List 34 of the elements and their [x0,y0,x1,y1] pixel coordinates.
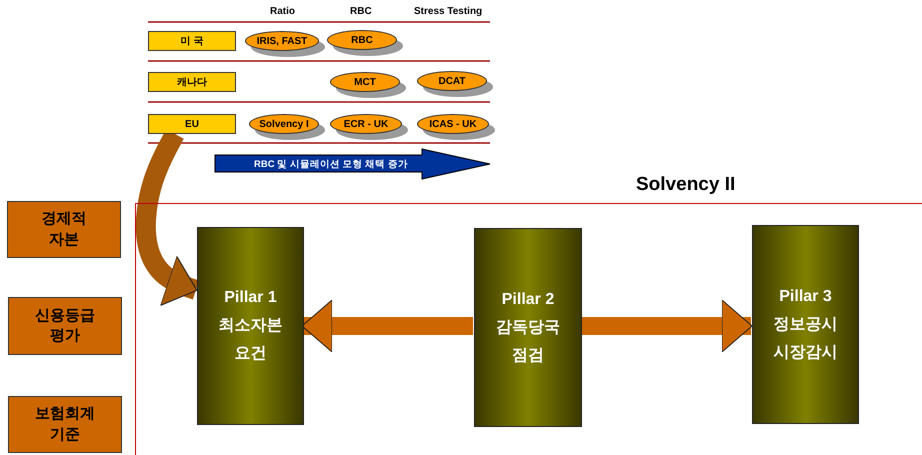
method-label: IRIS, FAST [256,36,308,46]
method-label: DCAT [438,76,466,86]
column-header: RBC [350,6,372,17]
arrow-label: RBC 및 시뮬레이션 모형 채택 증가 [254,158,408,171]
country-label: EU [185,118,199,130]
block-arrow [581,300,752,352]
method-label: RBC [351,34,373,46]
pillar-title: Pillar 3 [779,286,832,306]
pillar-box [197,227,304,425]
pillar-title: Pillar 2 [502,290,554,310]
country-box [148,114,236,134]
factor-label: 보험회계 기준 [34,404,96,444]
factor-box [8,396,122,453]
method-label: Solvency I [259,118,309,130]
pillar-description: 최소자본 요건 [218,316,284,364]
country-box [148,31,236,51]
factor-box [8,297,122,355]
pillar-box [474,228,582,427]
pillar-description: 정보공시 시장감시 [772,314,838,362]
pillar-box [752,225,859,424]
method-label: MCT [354,76,376,88]
method-label: ICAS - UK [429,118,477,130]
country-label: 캐나다 [177,76,207,88]
country-label: 미 국 [180,36,204,46]
factor-label: 경제적 자본 [40,209,88,250]
column-header: Ratio [270,6,295,17]
pillar-title: Pillar 1 [224,288,277,308]
section-heading: Solvency II [636,174,736,196]
factor-box [7,201,121,258]
column-header: Stress Testing [414,6,482,17]
factor-label: 신용등급 평가 [34,306,96,346]
pillar-description: 감독당국 점검 [495,318,561,366]
method-label: ECR - UK [344,118,388,130]
country-box [148,72,236,92]
